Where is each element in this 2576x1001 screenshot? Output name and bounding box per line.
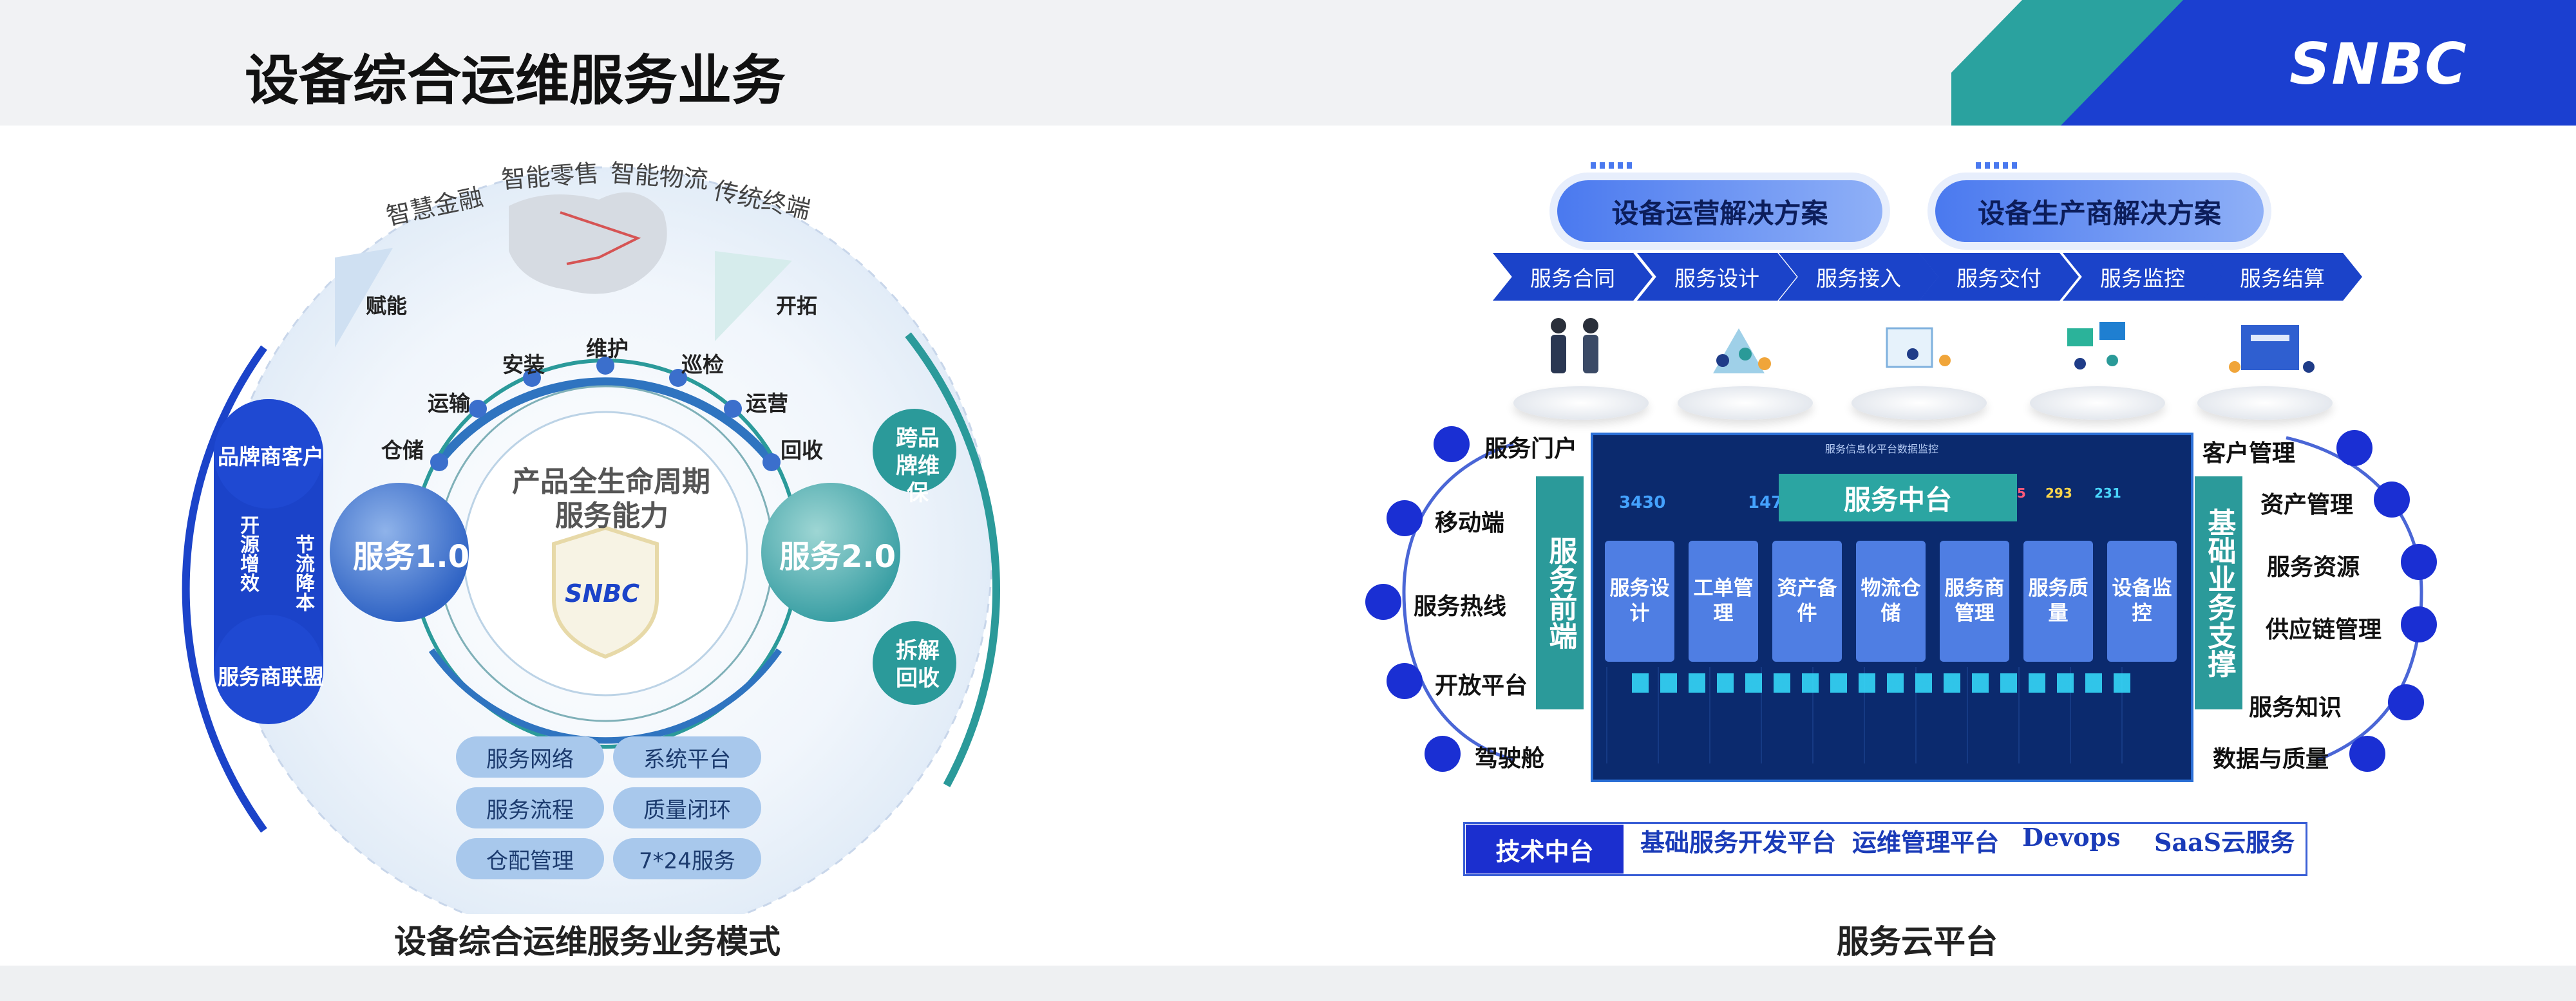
chevron-service-delivery: 服务交付 xyxy=(1919,253,2079,301)
pedestal-3 xyxy=(1852,386,1987,420)
module-device-monitor: 设备监控 xyxy=(2107,541,2177,662)
brand-customer: 品牌商客户 xyxy=(218,444,324,469)
tag-smart-logistics: 智能物流 xyxy=(609,158,710,194)
item-cockpit: 驾驶舱 xyxy=(1475,745,1545,772)
module-service-quality: 服务质量 xyxy=(2023,541,2093,662)
empower-label: 赋能 xyxy=(366,294,408,318)
module-logistics: 物流仓储 xyxy=(1856,541,1926,662)
dismantle-recycle: 拆解回收 xyxy=(896,638,940,691)
chevron-service-contract: 服务合同 xyxy=(1493,253,1653,301)
dot-open-platform xyxy=(1387,663,1423,699)
step-install: 安装 xyxy=(502,352,545,377)
pedestal-1 xyxy=(1513,386,1649,420)
open-source-efficiency: 开源增效 xyxy=(236,515,259,592)
dashboard-arrow-row xyxy=(1632,673,2134,693)
center-title-line2: 服务能力 xyxy=(555,500,668,532)
dot-supply-chain xyxy=(2401,606,2437,642)
tech-item-devops: Devops xyxy=(2022,823,2121,852)
service-1-0: 服务1.0 xyxy=(353,539,470,575)
dot-mobile xyxy=(1387,500,1423,536)
item-asset-management: 资产管理 xyxy=(2260,492,2354,518)
snbc-logo: SNBC xyxy=(2289,31,2468,97)
item-service-knowledge: 服务知识 xyxy=(2249,695,2342,721)
lifecycle-diagram xyxy=(182,166,1000,914)
item-service-hotline: 服务热线 xyxy=(1414,594,1507,620)
provider-alliance: 服务商联盟 xyxy=(218,664,324,689)
item-supply-chain: 供应链管理 xyxy=(2266,617,2382,643)
dot-cockpit xyxy=(1425,736,1461,772)
step-inspect: 巡检 xyxy=(681,352,724,377)
dot-service-knowledge xyxy=(2388,684,2424,720)
pedestal-4 xyxy=(2030,386,2165,420)
dot-data-quality xyxy=(2349,736,2385,772)
expand-label: 开拓 xyxy=(776,294,818,318)
step-recycle: 回收 xyxy=(781,438,823,463)
service-2-0: 服务2.0 xyxy=(779,539,896,575)
dot-asset-management xyxy=(2374,482,2410,518)
solution-operation-dots xyxy=(1591,162,1636,169)
dot-customer-management xyxy=(2336,430,2372,466)
pill-service-network: 服务网络 xyxy=(456,736,604,778)
step-operate: 运营 xyxy=(746,391,788,416)
item-service-resources: 服务资源 xyxy=(2267,554,2360,581)
dashboard-num-5: 231 xyxy=(2094,485,2121,501)
page-title: 设备综合运维服务业务 xyxy=(245,48,786,112)
pill-24-7-service: 7*24服务 xyxy=(613,838,761,879)
dashboard-num-1: 3430 xyxy=(1619,493,1666,512)
platform-connectors xyxy=(1402,436,2423,762)
cost-reduction: 节流降本 xyxy=(292,534,314,612)
left-caption: 设备综合运维服务业务模式 xyxy=(394,922,781,960)
center-title-line1: 产品全生命周期 xyxy=(512,465,710,498)
tech-platform-label: 技术中台 xyxy=(1466,825,1624,874)
tag-smart-retail: 智能零售 xyxy=(500,158,600,194)
chevron-service-access: 服务接入 xyxy=(1779,253,1938,301)
tech-item-ops-platform: 运维管理平台 xyxy=(1852,828,2000,857)
business-support-label: 基础业务支撑 xyxy=(2202,508,2236,678)
tech-item-dev-platform: 基础服务开发平台 xyxy=(1640,828,1837,857)
people-illustrations xyxy=(1551,318,2315,373)
business-support-bar: 基础业务支撑 xyxy=(2195,476,2242,709)
chevron-service-monitor: 服务监控 xyxy=(2063,253,2222,301)
pill-quality-loop: 质量闭环 xyxy=(613,787,761,828)
module-work-order: 工单管理 xyxy=(1689,541,1758,662)
dot-service-resources xyxy=(2401,544,2437,580)
item-service-portal: 服务门户 xyxy=(1484,436,1578,462)
solution-operation: 设备运营解决方案 xyxy=(1557,180,1882,242)
dashboard-title: 服务信息化平台数据监控 xyxy=(1825,443,1939,455)
footer-band xyxy=(0,966,2576,1001)
item-customer-management: 客户管理 xyxy=(2202,440,2296,467)
dot-service-hotline xyxy=(1365,584,1401,620)
cross-brand-maintenance: 跨品牌维保 xyxy=(896,426,940,506)
step-warehouse: 仓储 xyxy=(381,438,424,463)
step-transport: 运输 xyxy=(428,391,470,416)
solution-manufacturer: 设备生产商解决方案 xyxy=(1935,180,2264,242)
header-logo-band xyxy=(1951,0,2576,126)
pill-service-process: 服务流程 xyxy=(456,787,604,828)
chevron-service-design: 服务设计 xyxy=(1637,253,1797,301)
tech-item-saas: SaaS云服务 xyxy=(2154,828,2295,857)
item-mobile: 移动端 xyxy=(1435,510,1505,536)
right-caption: 服务云平台 xyxy=(1837,922,1998,960)
chevron-service-settlement: 服务结算 xyxy=(2202,253,2362,301)
center-snbc-logo: SNBC xyxy=(565,579,640,608)
pedestal-2 xyxy=(1678,386,1813,420)
pill-warehouse-management: 仓配管理 xyxy=(456,838,604,879)
service-front-label: 服务前端 xyxy=(1544,536,1577,650)
module-asset-parts: 资产备件 xyxy=(1772,541,1842,662)
dot-service-portal xyxy=(1434,426,1470,462)
item-open-platform: 开放平台 xyxy=(1435,673,1528,699)
module-service-design: 服务设计 xyxy=(1605,541,1674,662)
module-provider-management: 服务商管理 xyxy=(1940,541,2009,662)
item-data-quality: 数据与质量 xyxy=(2213,746,2329,772)
step-maintain: 维护 xyxy=(586,336,629,361)
pedestal-5 xyxy=(2197,386,2333,420)
dashboard-num-4: 293 xyxy=(2045,485,2072,501)
pill-system-platform: 系统平台 xyxy=(613,736,761,778)
solution-manufacturer-dots xyxy=(1976,162,2021,169)
service-middle-title: 服务中台 xyxy=(1779,474,2017,521)
service-front-bar: 服务前端 xyxy=(1536,476,1584,709)
